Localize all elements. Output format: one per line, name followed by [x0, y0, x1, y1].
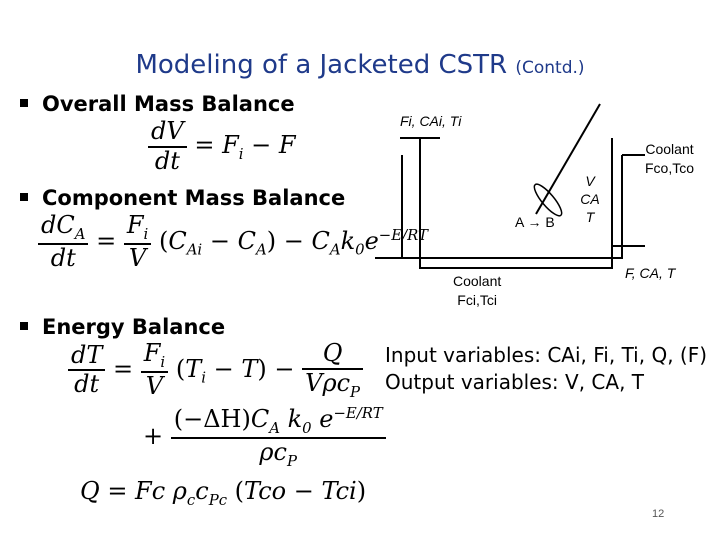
tank-variables: V CA T	[578, 172, 602, 226]
tank-outline	[419, 138, 613, 269]
reaction-label: A → B	[515, 214, 555, 230]
coolant-inlet-title: Coolant	[453, 273, 502, 289]
title-sub: (Contd.)	[515, 58, 585, 78]
energy-balance-label: Energy Balance	[42, 315, 226, 339]
stirrer-shaft	[535, 103, 601, 215]
jacket-outline	[401, 155, 623, 259]
inlet-label: Fi, CAi, Ti	[400, 113, 462, 129]
coolant-inlet-label: Coolant Fci,Tci	[453, 272, 501, 310]
title-main: Modeling of a Jacketed CSTR	[135, 50, 508, 80]
bullet-component-mass-balance: Component Mass Balance	[20, 186, 345, 210]
coolant-outlet-vars: Fco,Tco	[645, 160, 695, 176]
coolant-heat-equation: Q = Fc ρccPc (Tco − Tci)	[80, 477, 367, 509]
bullet-marker	[20, 322, 28, 330]
variables-block: Input variables: CAi, Fi, Ti, Q, (F) Out…	[385, 342, 707, 396]
slide-title: Modeling of a Jacketed CSTR (Contd.)	[0, 50, 720, 80]
bullet-marker	[20, 99, 28, 107]
tank-var-concentration: CA	[580, 191, 600, 207]
page-number: 12	[652, 508, 665, 520]
coolant-outlet-title: Coolant	[645, 141, 694, 157]
component-mass-balance-label: Component Mass Balance	[42, 186, 346, 210]
outlet-label: F, CA, T	[625, 265, 676, 281]
coolant-outlet-label: Coolant Fco,Tco	[645, 140, 694, 178]
tank-var-temperature: T	[585, 209, 595, 225]
bullet-overall-mass-balance: Overall Mass Balance	[20, 92, 295, 116]
overall-mass-balance-label: Overall Mass Balance	[42, 92, 295, 116]
bullet-energy-balance: Energy Balance	[20, 315, 225, 339]
input-variables: Input variables: CAi, Fi, Ti, Q, (F)	[385, 343, 708, 367]
output-variables: Output variables: V, CA, T	[385, 370, 645, 394]
coolant-inlet-vars: Fci,Tci	[457, 292, 497, 308]
tank-var-volume: V	[585, 173, 595, 189]
stirrer-blade	[533, 183, 563, 217]
bullet-marker	[20, 193, 28, 201]
